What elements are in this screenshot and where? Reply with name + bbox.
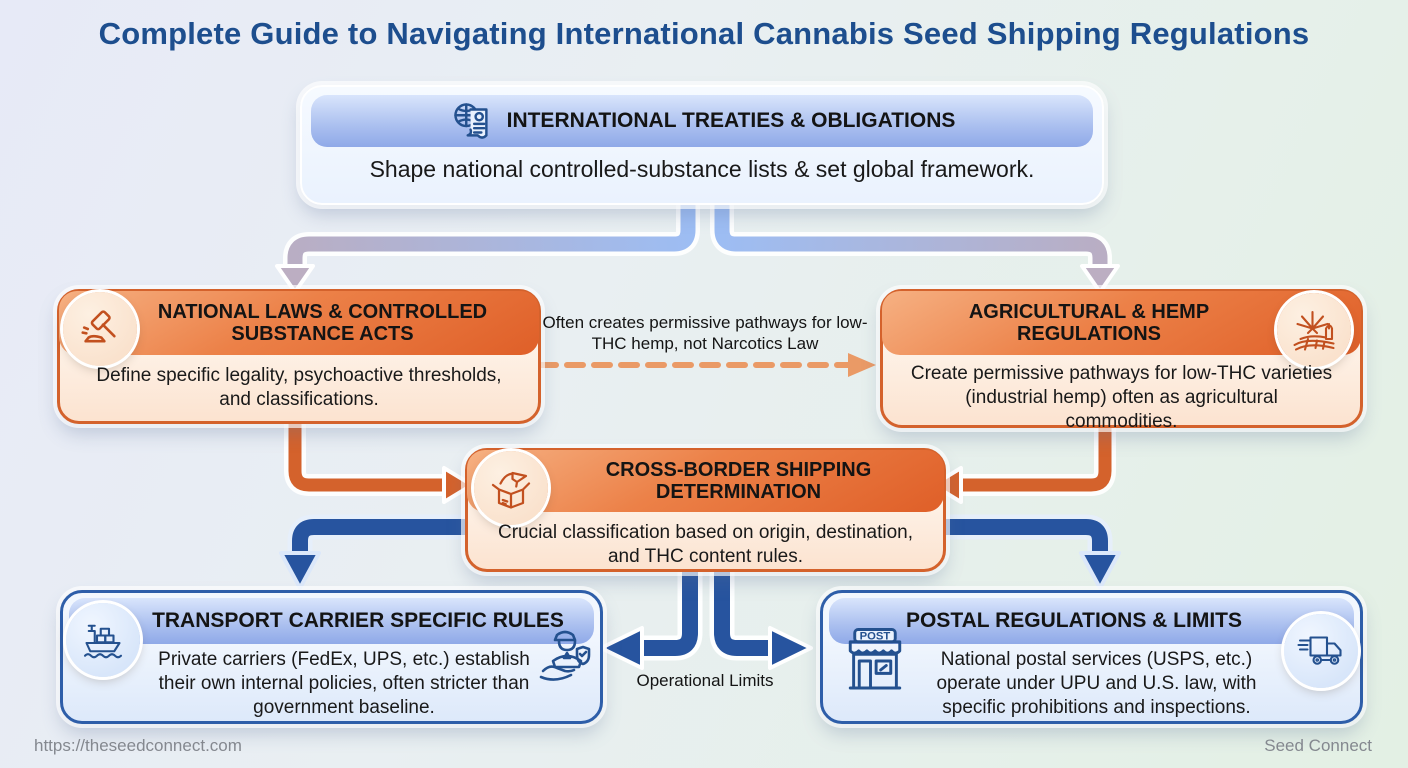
node-transport-carrier: TRANSPORT CARRIER SPECIFIC RULES Private…	[60, 590, 603, 724]
node-title: TRANSPORT CARRIER SPECIFIC RULES	[152, 609, 564, 633]
page-title: Complete Guide to Navigating Internation…	[98, 16, 1310, 51]
node-title: INTERNATIONAL TREATIES & OBLIGATIONS	[506, 109, 956, 133]
gavel-icon-badge	[63, 292, 137, 366]
connector-crossborder-to-postal	[925, 514, 1121, 590]
node-agricultural-hemp: AGRICULTURAL & HEMP REGULATIONS Create p…	[880, 289, 1363, 432]
hemp-icon-badge	[1277, 293, 1351, 367]
node-national-laws: NATIONAL LAWS & CONTROLLED SUBSTANCE ACT…	[57, 289, 541, 424]
connector-national-to-agricultural-dashed	[537, 353, 876, 377]
post-sign-text: POST	[860, 631, 891, 643]
node-body: Crucial classification based on origin, …	[497, 522, 914, 567]
hemp-pathway-label: Often creates permissive pathways for lo…	[542, 313, 868, 354]
cargo-ship-icon	[83, 624, 123, 659]
ship-icon-badge	[66, 603, 140, 677]
node-body: Create permissive pathways for low-THC v…	[910, 363, 1333, 432]
connector-treaties-to-agricultural	[710, 193, 1120, 294]
hemp-field-icon	[1293, 310, 1335, 351]
node-body: Shape national controlled-substance list…	[369, 156, 1035, 182]
node-cross-border: CROSS-BORDER SHIPPING DETERMINATION Cruc…	[465, 448, 946, 572]
connector-crossborder-to-carrier	[279, 514, 480, 590]
connector-treaties-to-national	[275, 193, 700, 294]
node-international-treaties: INTERNATIONAL TREATIES & OBLIGATIONS Sha…	[300, 85, 1104, 205]
node-title: NATIONAL LAWS & CONTROLLED SUBSTANCE ACT…	[157, 300, 488, 345]
node-body: Private carriers (FedEx, UPS, etc.) esta…	[158, 649, 530, 718]
delivery-truck-icon	[1297, 636, 1342, 665]
operational-limits-label: Operational Limits	[636, 671, 774, 690]
node-postal-regulations: POSTAL REGULATIONS & LIMITS POST Nationa…	[820, 590, 1363, 724]
node-title: POSTAL REGULATIONS & LIMITS	[906, 609, 1242, 633]
node-title: AGRICULTURAL & HEMP REGULATIONS	[968, 300, 1210, 345]
customs-officer-icon	[539, 630, 591, 681]
globe-document-icon	[453, 103, 488, 139]
shipping-icon-badge	[474, 451, 548, 525]
gavel-icon	[81, 310, 116, 343]
footer-brand: Seed Connect	[1264, 736, 1372, 755]
truck-icon-badge	[1284, 614, 1358, 688]
node-body: National postal services (USPS, etc.) op…	[936, 649, 1257, 718]
shipping-box-plane-icon	[491, 471, 531, 509]
footer-url: https://theseedconnect.com	[34, 736, 242, 755]
post-office-icon: POST	[848, 628, 902, 690]
node-body: Define specific legality, psychoactive t…	[96, 365, 502, 410]
node-title: CROSS-BORDER SHIPPING DETERMINATION	[605, 458, 872, 503]
